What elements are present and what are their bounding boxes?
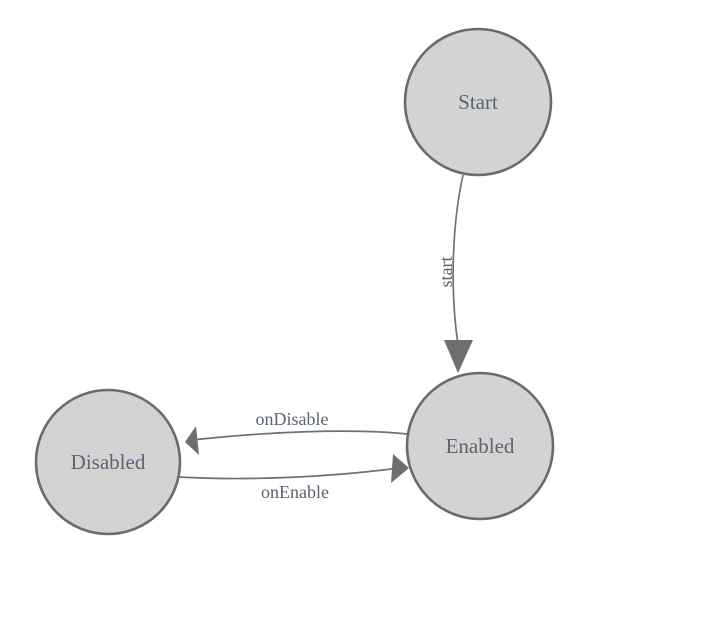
edge-enabled-to-disabled[interactable]: onDisable [185,409,408,455]
arrowhead-icon-enabled-to-disabled [185,426,199,455]
node-start-label: Start [458,90,498,114]
edge-path-disabled-to-enabled [177,467,400,480]
node-disabled[interactable]: Disabled [34,388,182,536]
arrowhead-icon-disabled-to-enabled [391,454,409,483]
edge-path-enabled-to-disabled [191,430,408,441]
node-enabled-label: Enabled [446,434,515,458]
node-start-circle [403,27,553,177]
node-disabled-circle [34,388,182,536]
edge-label-on-disable: onDisable [256,409,329,429]
edge-start-to-enabled[interactable]: start [436,174,473,373]
node-disabled-label: Disabled [71,450,146,474]
edge-disabled-to-enabled[interactable]: onEnable [177,454,409,502]
edge-label-on-enable: onEnable [261,482,329,502]
edge-path-start-to-enabled [452,174,464,346]
node-enabled-circle [405,371,555,521]
node-start[interactable]: Start [403,27,553,177]
arrowhead-icon-start-to-enabled [444,340,473,373]
node-enabled[interactable]: Enabled [405,371,555,521]
edge-label-start: start [436,257,456,288]
